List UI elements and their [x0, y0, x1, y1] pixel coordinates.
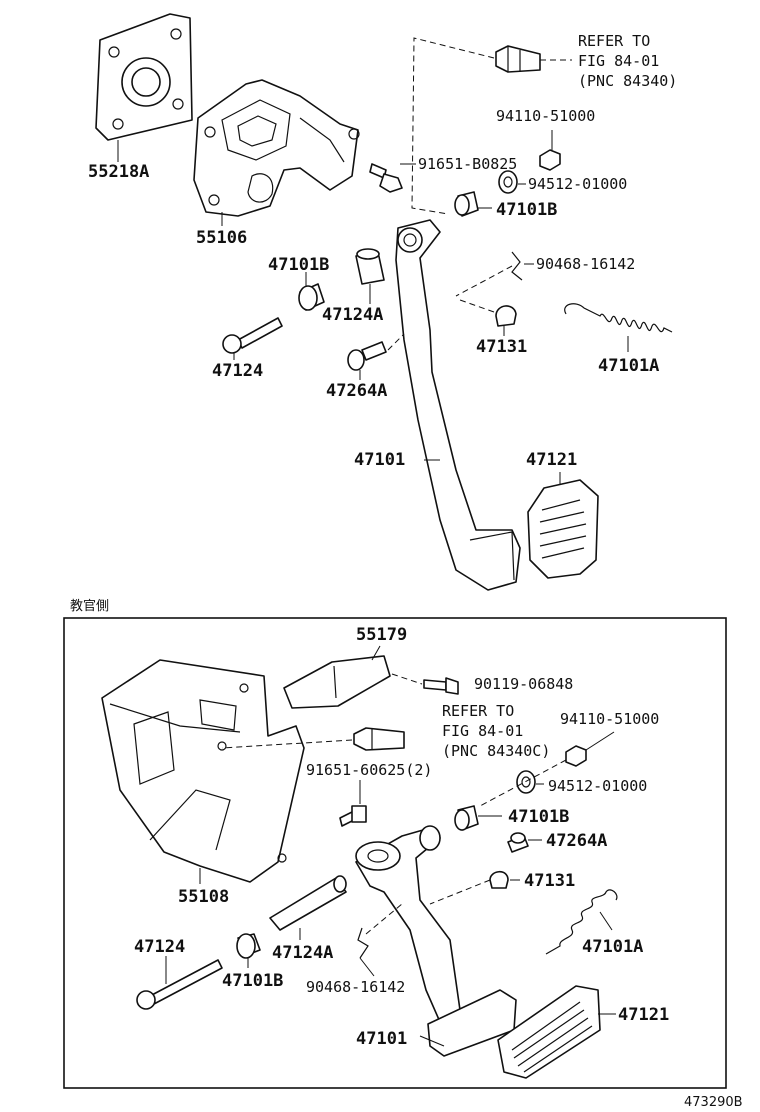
label-94110-lower: 94110-51000 — [560, 710, 659, 728]
refer-line2: FIG 84-01 — [578, 52, 659, 70]
label-47264a-lower: 47264A — [546, 831, 607, 851]
part-pin-47264a[interactable] — [347, 341, 387, 371]
part-washer-94512-lower[interactable] — [516, 770, 536, 794]
part-nut-94110[interactable] — [539, 149, 561, 171]
refer-line3: (PNC 84340) — [578, 72, 677, 90]
part-pedal-arm-47101-lower[interactable] — [355, 825, 517, 1057]
label-47101: 47101 — [354, 450, 405, 470]
part-collar-47124a-lower[interactable] — [269, 875, 347, 931]
lower-caption: 教官側 — [70, 598, 109, 614]
part-bushing-47101b-lower[interactable] — [454, 805, 479, 831]
upper-labels: REFER TO FIG 84-01 (PNC 84340) 55218A 55… — [88, 32, 677, 470]
label-47101a-lower: 47101A — [582, 937, 643, 957]
part-stop-switch[interactable] — [495, 45, 541, 73]
refer-line1: REFER TO — [578, 32, 650, 50]
label-91651-lower: 91651-60625(2) — [306, 761, 432, 779]
part-nut-94110-lower[interactable] — [565, 745, 587, 767]
refer-lower-line3: (PNC 84340C) — [442, 742, 550, 760]
part-bracket-55106[interactable] — [193, 79, 360, 217]
part-cover-55179[interactable] — [283, 655, 391, 709]
label-47101b-lower: 47101B — [508, 807, 569, 827]
lower-assembly: 55179 90119-06848 REFER TO FIG 84-01 (PN… — [101, 625, 669, 1079]
part-stopper-47131-lower[interactable] — [489, 870, 509, 889]
part-clip-90468-lower[interactable] — [357, 927, 369, 959]
upper-assembly: REFER TO FIG 84-01 (PNC 84340) 55218A 55… — [88, 13, 677, 591]
label-94512: 94512-01000 — [528, 175, 627, 193]
label-47131: 47131 — [476, 337, 527, 357]
part-bushing-47101b[interactable] — [454, 191, 479, 217]
label-55108: 55108 — [178, 887, 229, 907]
part-bracket-55108[interactable] — [101, 659, 305, 883]
part-bolt-90119[interactable] — [423, 677, 459, 695]
part-washer-94512[interactable] — [498, 170, 518, 194]
label-55179: 55179 — [356, 625, 407, 645]
refer-lower-line1: REFER TO — [442, 702, 514, 720]
part-stop-switch-lower[interactable] — [353, 727, 405, 751]
label-47101-lower: 47101 — [356, 1029, 407, 1049]
label-55106: 55106 — [196, 228, 247, 248]
label-90119: 90119-06848 — [474, 675, 573, 693]
label-47131-lower: 47131 — [524, 871, 575, 891]
part-spring-47101a[interactable] — [564, 303, 673, 333]
figure-id: 473290B — [684, 1095, 743, 1110]
part-stopper-47131[interactable] — [495, 305, 517, 327]
label-47124a-lower: 47124A — [272, 943, 333, 963]
label-91651: 91651-B0825 — [418, 155, 517, 173]
part-pedal-pad-47121-lower[interactable] — [497, 985, 601, 1079]
part-bushing-47101b-left[interactable] — [298, 283, 325, 311]
label-47101b-left: 47101B — [268, 255, 329, 275]
label-47101a: 47101A — [598, 356, 659, 376]
part-spring-47101a-lower[interactable] — [545, 889, 618, 955]
lower-labels: 55179 90119-06848 REFER TO FIG 84-01 (PN… — [134, 625, 669, 1049]
label-47101b-lower-left: 47101B — [222, 971, 283, 991]
part-clip-90468[interactable] — [511, 251, 523, 281]
label-90468-lower: 90468-16142 — [306, 978, 405, 996]
label-47264a: 47264A — [326, 381, 387, 401]
label-47121-lower: 47121 — [618, 1005, 669, 1025]
part-pedal-arm-47101[interactable] — [395, 219, 521, 591]
part-bushing-47101b-lower-left[interactable] — [236, 933, 261, 959]
lower-frame — [63, 617, 727, 1089]
refer-lower-line2: FIG 84-01 — [442, 722, 523, 740]
label-55218a: 55218A — [88, 162, 149, 182]
label-90468: 90468-16142 — [536, 255, 635, 273]
label-94512-lower: 94512-01000 — [548, 777, 647, 795]
label-47121: 47121 — [526, 450, 577, 470]
part-plate-55218a[interactable] — [95, 13, 193, 141]
part-bolt-91651-b0825[interactable] — [369, 163, 403, 193]
label-47124: 47124 — [212, 361, 263, 381]
part-collar-47124a[interactable] — [355, 248, 385, 285]
label-47124a: 47124A — [322, 305, 383, 325]
part-bolt-47124-lower[interactable] — [136, 959, 223, 1010]
label-94110: 94110-51000 — [496, 107, 595, 125]
part-pin-47264a-lower[interactable] — [507, 832, 529, 853]
part-bolt-47124[interactable] — [222, 317, 283, 354]
part-bolt-91651-lower[interactable] — [339, 805, 367, 827]
label-47124-lower: 47124 — [134, 937, 185, 957]
part-pedal-pad-47121[interactable] — [527, 479, 599, 579]
label-47101b-right: 47101B — [496, 200, 557, 220]
